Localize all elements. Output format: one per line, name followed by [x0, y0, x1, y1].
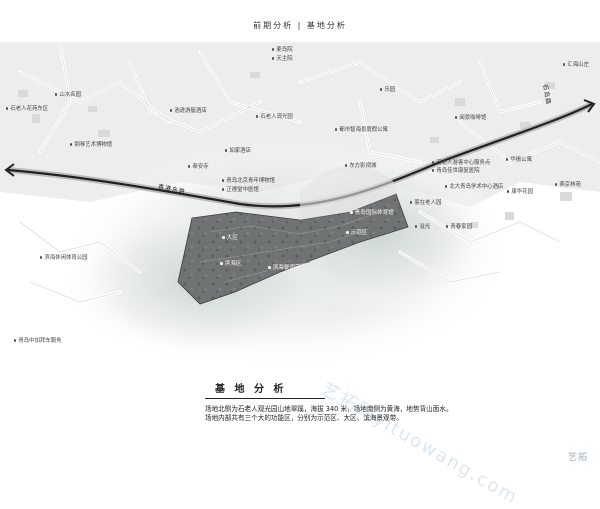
road-arrow-left: [4, 163, 15, 177]
place-label: 都市智海景度假公寓: [335, 125, 388, 133]
place-label: 汇海山庄: [563, 60, 589, 68]
north-hill-area: [300, 165, 397, 220]
place-label: 天主院: [272, 54, 293, 62]
page-title: 前期分析 | 基地分析: [253, 21, 347, 30]
place-label: 麦岛院: [272, 45, 293, 53]
place-label: 华振公寓: [506, 155, 532, 163]
place-label: 康华花园: [507, 187, 533, 195]
analysis-text-line: 场地内部共有三个大的功能区，分别为示范区、大区、滨海景观带。: [205, 414, 403, 422]
place-label: 溢光: [415, 222, 430, 230]
place-label: 石老人观光园: [256, 112, 293, 120]
street-outlines: [19, 42, 600, 303]
place-label: 浩逊游艇酒店: [170, 106, 207, 114]
place-label: 如家酒店: [225, 146, 251, 154]
site-label: 滨海景观带: [268, 263, 301, 271]
place-label: 正德堂中医馆: [222, 185, 259, 193]
place-label: 家在老人园: [410, 198, 441, 206]
analysis-text-line: 场地北侧为石老人观光园山地翠蹊，海拔 340 米，场地南侧为黄海，地势背山面水。: [205, 405, 453, 413]
terrain-background: [0, 42, 600, 362]
site-map: [0, 42, 600, 362]
place-label: 奉安寺: [188, 162, 209, 170]
place-label: 山水名园: [55, 90, 81, 98]
analysis-section: 基 地 分 析 场地北侧为石老人观光园山地翠蹊，海拔 340 米，场地南侧为黄海…: [205, 380, 525, 423]
site-label: 滨海区: [220, 259, 241, 267]
brand-logo: 艺拓: [567, 453, 588, 463]
place-label: 青岛中加拜车服务: [14, 336, 62, 344]
place-label: 北大青岛学术中心酒店: [445, 182, 503, 190]
place-label: 乐园: [380, 85, 395, 93]
site-label: 大区: [222, 233, 238, 241]
site-label: 青岛国际体育馆: [350, 208, 394, 216]
place-label: 青岛佳世康复医院: [432, 166, 480, 174]
place-label: 石老人花苑东区: [6, 104, 48, 112]
place-label: 钢琴艺术博物馆: [70, 140, 112, 148]
place-label: 青岛北京青年博物馆: [222, 176, 275, 184]
site-label: 示范区: [346, 228, 367, 236]
road-arrow-right: [583, 99, 596, 113]
place-label: 滨海休闲体育公园: [40, 253, 88, 261]
analysis-title: 基 地 分 析: [215, 384, 287, 395]
place-label: 阅景咖啡馆: [455, 113, 486, 121]
building-blocks: [18, 72, 572, 228]
place-label: 燕京林苑: [555, 180, 581, 188]
analysis-divider: [205, 398, 325, 399]
place-label: 石老人游客中心服务点: [432, 158, 490, 166]
site-area: [177, 193, 409, 305]
place-label: 青春家园: [446, 222, 472, 230]
place-label: 东方影视城: [345, 161, 376, 169]
